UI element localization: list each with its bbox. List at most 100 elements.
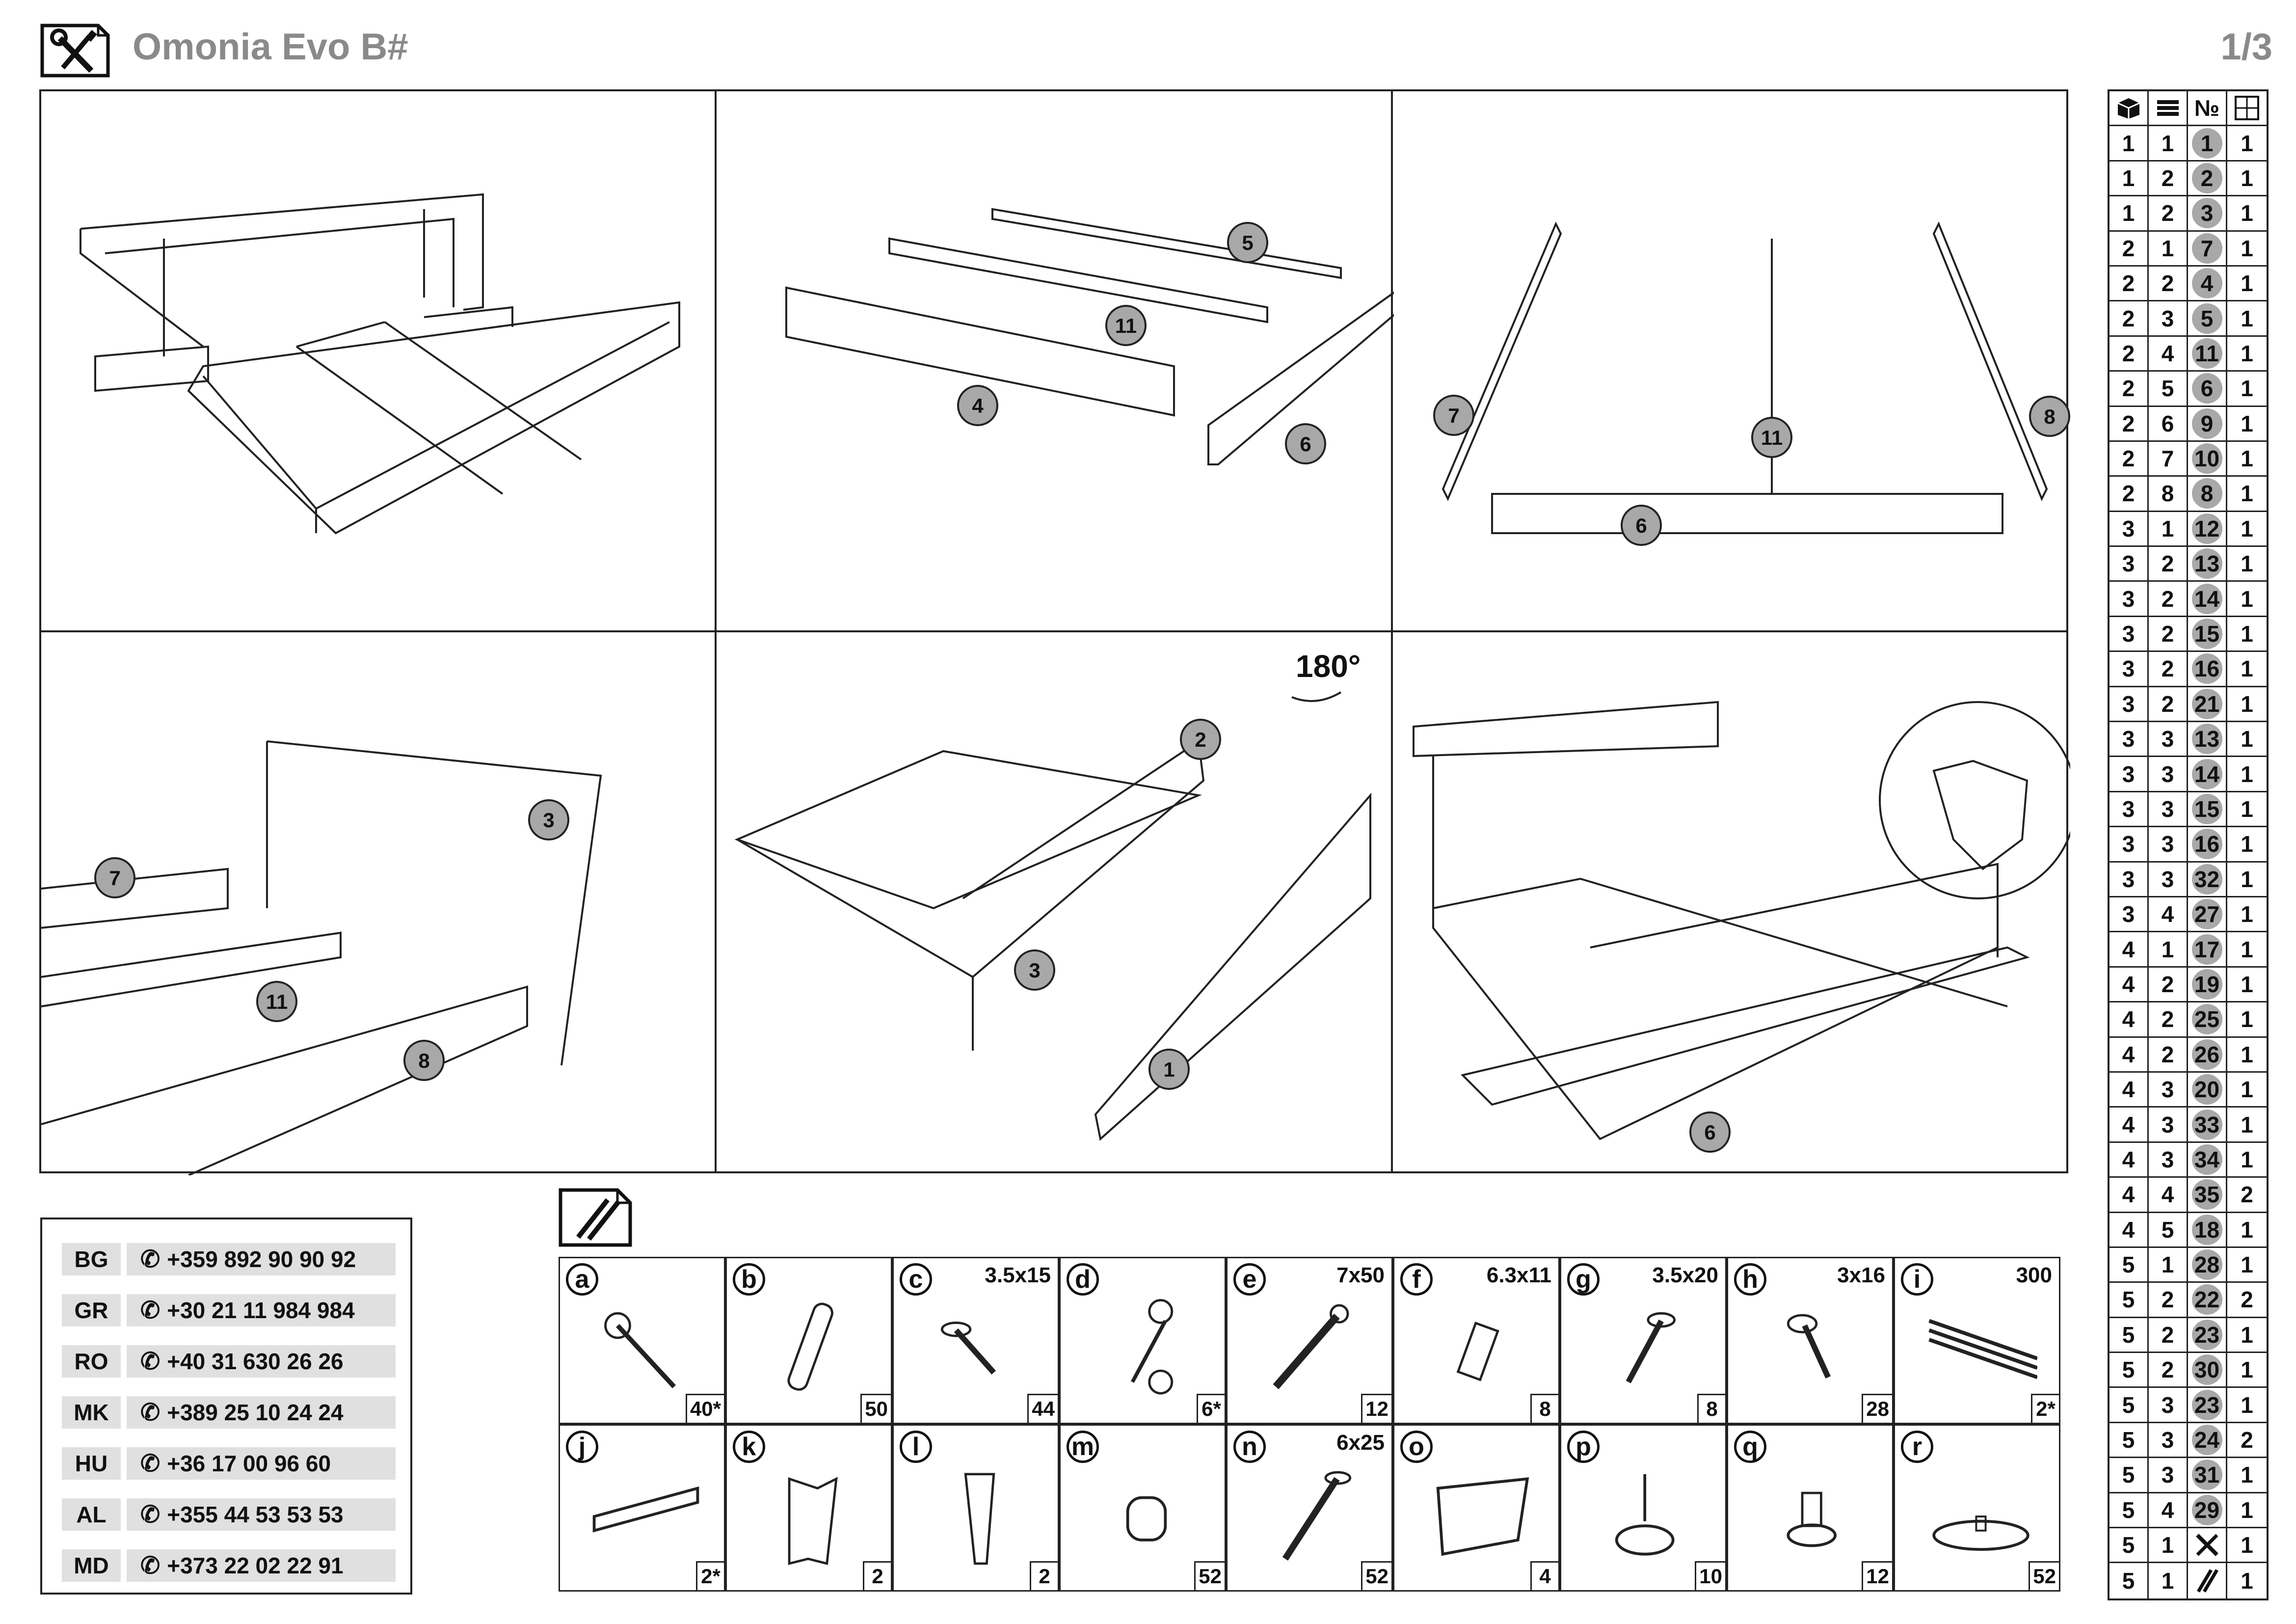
table-cell: 1 xyxy=(2241,1497,2253,1523)
table-cell: 3 xyxy=(2109,862,2149,896)
table-cell: 2 xyxy=(2109,406,2149,440)
phone-number: ✆+373 22 02 22 91 xyxy=(127,1549,396,1582)
hardware-letter: p xyxy=(1567,1431,1600,1463)
part-number: 14 xyxy=(2188,757,2227,791)
part-label-3b: 3 xyxy=(1029,959,1040,982)
hardware-letter: a xyxy=(566,1263,598,1296)
phone-icon: ✆ xyxy=(140,1298,160,1324)
hardware-quantity: 2* xyxy=(2031,1394,2060,1424)
contact-row-md: MD ✆+373 22 02 22 91 xyxy=(62,1549,396,1582)
table-cell: 1 xyxy=(2241,621,2253,647)
table-cell: 1 xyxy=(2241,1322,2253,1348)
table-cell: 1 xyxy=(2241,831,2253,857)
hardware-letter: m xyxy=(1067,1431,1099,1463)
table-cell: 2 xyxy=(2149,1283,2188,1317)
table-cell: 3 xyxy=(2109,512,2149,546)
page-number: 1/3 xyxy=(2220,26,2272,68)
table-cell: 5 xyxy=(2109,1283,2149,1317)
table-cell: 2 xyxy=(2109,441,2149,476)
hardware-letter: o xyxy=(1400,1431,1433,1463)
table-cell: 5 xyxy=(2109,1458,2149,1492)
part-number: 12 xyxy=(2188,512,2227,546)
short-screw-icon xyxy=(923,1293,1036,1406)
hardware-letter: h xyxy=(1734,1263,1766,1296)
step-3-frame-assembly: 7 11 8 6 xyxy=(1394,91,2070,633)
stack-icon xyxy=(2149,91,2188,125)
table-cell: 1 xyxy=(2109,196,2149,230)
table-cell: 5 xyxy=(2149,1213,2188,1246)
table-cell: 4 xyxy=(2109,1108,2149,1141)
euro-screw-icon xyxy=(1424,1293,1537,1406)
table-cell: 2 xyxy=(2241,1182,2253,1208)
table-cell: 2 xyxy=(2109,301,2149,335)
table-cell: 2 xyxy=(2241,1287,2253,1313)
hardware-letter: n xyxy=(1233,1431,1266,1463)
table-cell: 1 xyxy=(2241,1568,2253,1594)
part-label-6c: 6 xyxy=(1704,1121,1715,1144)
table-cell: 1 xyxy=(2241,1392,2253,1418)
table-cell: 2 xyxy=(2109,231,2149,265)
tools-logo-icon xyxy=(40,24,110,78)
table-cell: 1 xyxy=(2241,271,2253,297)
hardware-quantity: 8 xyxy=(1530,1394,1560,1424)
step-1-assembled-bed xyxy=(41,91,718,633)
part-label-7: 7 xyxy=(1448,404,1459,427)
table-cell: 3 xyxy=(2149,1458,2188,1492)
table-cell: 1 xyxy=(2241,1041,2253,1067)
part-number: 28 xyxy=(2188,1247,2227,1282)
table-cell: 1 xyxy=(2241,551,2253,577)
pan-head-screw-icon xyxy=(1758,1293,1870,1406)
table-cell: 2 xyxy=(2149,1037,2188,1071)
table-cell: 1 xyxy=(2241,936,2253,962)
table-cell: 1 xyxy=(2241,1357,2253,1383)
part-number: 21 xyxy=(2188,687,2227,721)
part-number: 31 xyxy=(2188,1458,2227,1492)
table-cell: 1 xyxy=(2241,656,2253,682)
table-cell: 4 xyxy=(2149,1178,2188,1212)
table-cell: 3 xyxy=(2109,757,2149,791)
table-cell: 3 xyxy=(2149,1423,2188,1457)
hardware-quantity: 8 xyxy=(1697,1394,1727,1424)
rotate-180-label: 180° xyxy=(1296,649,1361,684)
small-glide-icon xyxy=(1758,1460,1870,1573)
table-cell: 3 xyxy=(2109,617,2149,651)
table-cell: 1 xyxy=(2241,586,2253,612)
table-cell: 4 xyxy=(2109,1037,2149,1071)
table-cell: 1 xyxy=(2241,726,2253,752)
part-label-6b: 6 xyxy=(1635,514,1647,537)
part-number: 13 xyxy=(2188,722,2227,756)
part-label-8: 8 xyxy=(2044,405,2055,428)
phone-number: ✆+355 44 53 53 53 xyxy=(127,1498,396,1531)
part-label-1: 1 xyxy=(1163,1058,1175,1081)
part-number: 19 xyxy=(2188,967,2227,1001)
table-cell: 5 xyxy=(2109,1563,2149,1598)
confirmat-screw-icon xyxy=(1257,1293,1370,1406)
table-cell: 5 xyxy=(2109,1423,2149,1457)
table-cell: 1 xyxy=(2109,161,2149,195)
table-cell: 1 xyxy=(2241,866,2253,892)
part-number: 5 xyxy=(2188,301,2227,335)
hardware-quantity: 52 xyxy=(2029,1561,2060,1592)
table-cell: 1 xyxy=(2241,235,2253,261)
table-cell: 1 xyxy=(2241,130,2253,156)
contact-row-gr: GR ✆+30 21 11 984 984 xyxy=(62,1294,396,1326)
table-cell: 2 xyxy=(2149,652,2188,686)
phone-number: ✆+36 17 00 96 60 xyxy=(127,1447,396,1480)
